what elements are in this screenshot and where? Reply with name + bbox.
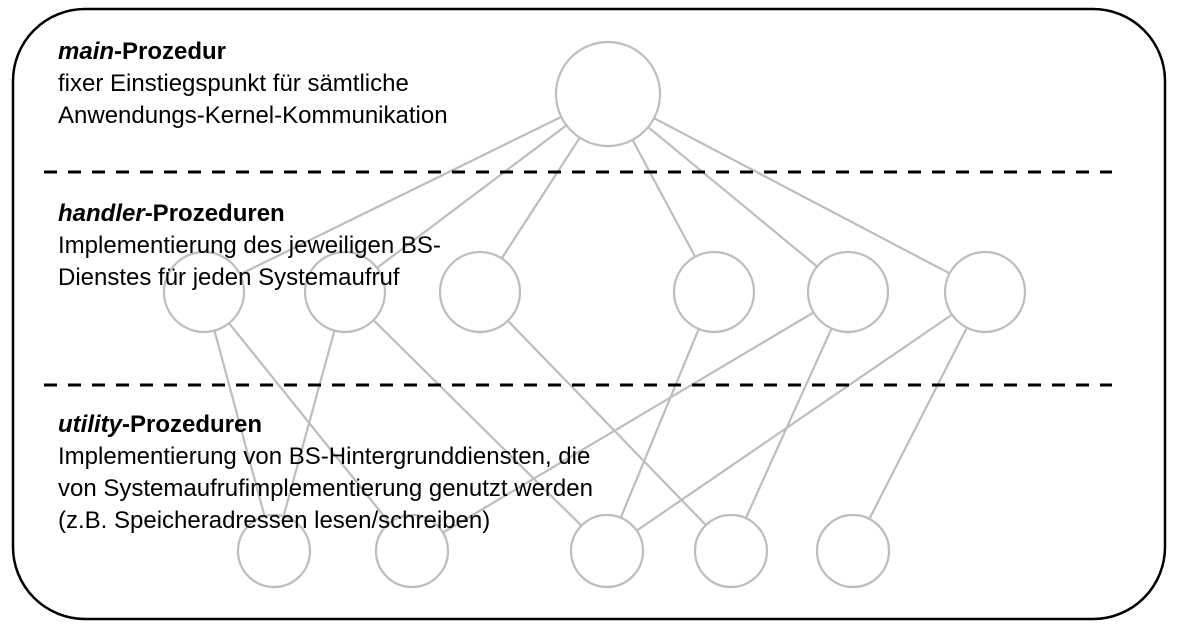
main-layer-description-line: fixer Einstiegspunkt für sämtliche: [58, 70, 409, 97]
handler-procedure-node-6: [943, 250, 1027, 334]
utility-procedure-node-1: [236, 513, 312, 589]
utility-layer-description-line: Implementierung von BS-Hintergrunddienst…: [58, 443, 591, 470]
edge-h5-u2: [411, 291, 849, 552]
edge-h5-u4: [729, 291, 850, 552]
edge-h6-u3: [606, 291, 986, 552]
handler-layer-title: handler-Prozeduren: [58, 198, 441, 230]
main-layer-title: main-Prozedur: [58, 36, 448, 68]
main-layer-description-line: Anwendungs-Kernel-Kommunikation: [58, 102, 448, 129]
edge-h1-u1: [202, 291, 276, 552]
edge-main-h6: [607, 93, 986, 293]
utility-term: utility: [58, 411, 122, 438]
outer-frame: [11, 7, 1167, 621]
edge-h3-u4: [479, 291, 732, 552]
utility-layer-title: utility-Prozeduren: [58, 409, 593, 441]
utility-procedure-node-2: [374, 513, 450, 589]
main-suffix: -Prozedur: [114, 38, 227, 65]
handler-layer-description-line: Implementierung des jeweiligen BS-: [58, 232, 441, 259]
edge-h2-u3: [344, 291, 608, 552]
edge-h4-u3: [605, 291, 716, 552]
handler-procedure-node-4: [672, 250, 756, 334]
handler-procedure-node-3: [438, 250, 522, 334]
utility-suffix: -Prozeduren: [122, 411, 263, 438]
handler-procedure-node-5: [806, 250, 890, 334]
main-layer-label: main-Prozedur fixer Einstiegspunkt für s…: [58, 36, 448, 132]
edge-h2-u1: [272, 291, 347, 552]
utility-procedure-node-5: [815, 513, 891, 589]
handler-procedure-node-1: [162, 250, 246, 334]
edge-h1-u2: [203, 291, 413, 552]
utility-procedure-node-4: [693, 513, 769, 589]
edge-main-h1: [203, 93, 609, 293]
edge-main-h2: [344, 93, 609, 293]
handler-procedure-node-2: [303, 250, 387, 334]
utility-layer-description-line: von Systemaufrufimplementierung genutzt …: [58, 475, 593, 502]
edge-h6-u5: [852, 291, 986, 552]
main-procedure-node: [554, 40, 662, 148]
utility-layer-description-line: (z.B. Speicheradressen lesen/schreiben): [58, 507, 491, 534]
handler-suffix: -Prozeduren: [144, 200, 285, 227]
utility-layer-label: utility-Prozeduren Implementierung von B…: [58, 409, 593, 537]
handler-term: handler: [58, 200, 145, 227]
main-term: main: [58, 38, 115, 65]
handler-layer-label: handler-Prozeduren Implementierung des j…: [58, 198, 441, 294]
utility-procedure-node-3: [569, 513, 645, 589]
handler-layer-description-line: Dienstes für jeden Systemaufruf: [58, 264, 400, 291]
